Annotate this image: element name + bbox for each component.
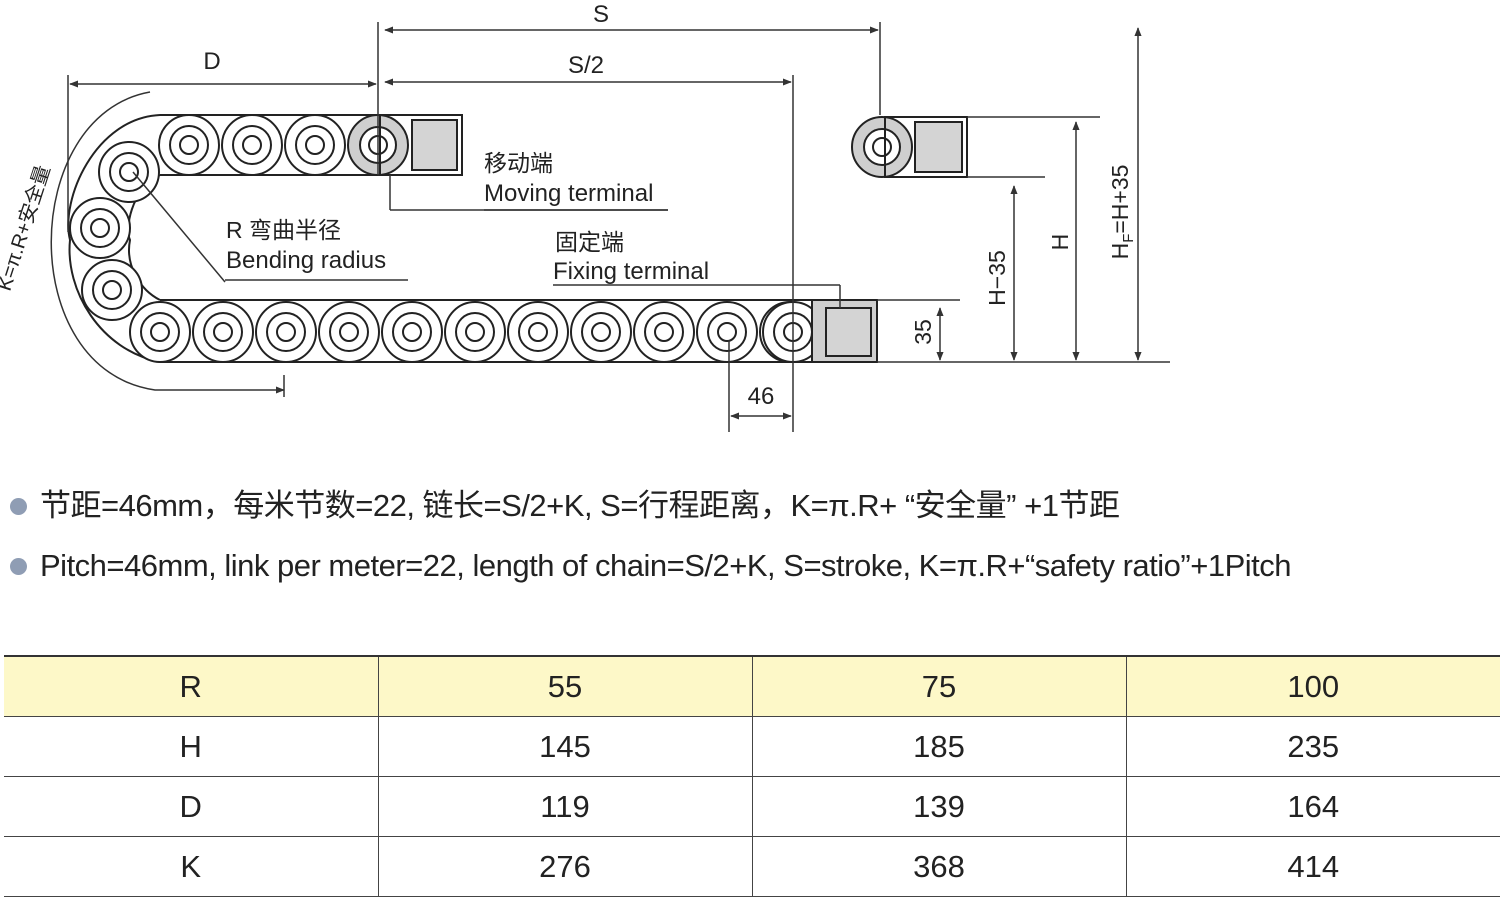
chain-link <box>284 114 346 176</box>
table-cell: 119 <box>377 776 752 837</box>
label-h-minus-35: H−35 <box>984 250 1010 306</box>
chain-link <box>696 301 758 363</box>
note-chinese: 节距=46mm，每米节数=22, 链长=S/2+K, S=行程距离，K=π.R+… <box>8 478 1498 538</box>
fixing-terminal <box>811 299 878 363</box>
notes-section: 节距=46mm，每米节数=22, 链长=S/2+K, S=行程距离，K=π.R+… <box>8 478 1498 598</box>
bullet-dot-icon <box>10 498 27 515</box>
table-cell: 55 <box>377 655 752 717</box>
chain-link <box>221 114 283 176</box>
chain-link <box>255 301 317 363</box>
label-35: 35 <box>910 319 936 345</box>
table-cell: K <box>4 836 378 897</box>
label-fixing-en: Fixing terminal <box>553 258 709 285</box>
chain-links <box>69 114 824 363</box>
chain-link <box>318 301 380 363</box>
chain-link <box>192 301 254 363</box>
label-s-half: S/2 <box>568 52 604 79</box>
chain-link <box>381 301 443 363</box>
label-s: S <box>593 1 609 28</box>
chain-link <box>507 301 569 363</box>
table-cell: R <box>4 655 378 717</box>
note-english: Pitch=46mm, link per meter=22, length of… <box>8 538 1498 598</box>
chain-link <box>129 301 191 363</box>
label-hf: HF=H+35 <box>1107 165 1137 260</box>
table-cell: D <box>4 776 378 837</box>
table-cell: 368 <box>751 836 1126 897</box>
chain-link <box>158 114 220 176</box>
table-cell: 164 <box>1125 776 1500 837</box>
label-hf-sub: F <box>1120 234 1137 243</box>
right-end-unit <box>851 116 968 178</box>
label-radius-cn: R 弯曲半径 <box>226 217 341 243</box>
label-moving-en: Moving terminal <box>484 180 653 207</box>
dimension-lines <box>50 22 1170 432</box>
bullet-dot-icon <box>10 558 27 575</box>
table-cell: 235 <box>1125 716 1500 777</box>
label-hf-rest: =H+35 <box>1107 165 1133 234</box>
chain-link <box>444 301 506 363</box>
table-cell: 139 <box>751 776 1126 837</box>
chain-link <box>69 197 131 259</box>
table-row-h: H 145 185 235 <box>4 716 1500 777</box>
chain-link <box>633 301 695 363</box>
table-cell: 145 <box>377 716 752 777</box>
label-moving-cn: 移动端 <box>484 150 553 176</box>
label-d: D <box>203 48 220 75</box>
spec-table: R 55 75 100 H 145 185 235 D 119 139 164 … <box>4 655 1500 897</box>
label-h: H <box>1047 234 1073 251</box>
table-cell: 75 <box>751 655 1126 717</box>
table-cell: 276 <box>377 836 752 897</box>
label-pitch: 46 <box>748 383 775 410</box>
note-english-text: Pitch=46mm, link per meter=22, length of… <box>40 548 1292 583</box>
table-row-d: D 119 139 164 <box>4 776 1500 837</box>
moving-terminal <box>347 114 463 176</box>
chain-link <box>570 301 632 363</box>
chain-link <box>98 141 160 203</box>
table-row-k: K 276 368 414 <box>4 836 1500 897</box>
table-cell: 100 <box>1125 655 1500 717</box>
label-k-formula: K=π.R+安全量 <box>0 162 55 293</box>
drag-chain-diagram: S S/2 D 移动端 Moving terminal R 弯曲半径 Bendi… <box>0 1 1170 432</box>
label-fixing-cn: 固定端 <box>555 229 624 255</box>
chain-link <box>81 259 143 321</box>
table-cell: 185 <box>751 716 1126 777</box>
note-chinese-text: 节距=46mm，每米节数=22, 链长=S/2+K, S=行程距离，K=π.R+… <box>40 488 1120 523</box>
table-row-r: R 55 75 100 <box>4 655 1500 717</box>
label-hf-main: H <box>1107 243 1133 260</box>
label-radius-en: Bending radius <box>226 247 386 274</box>
table-cell: H <box>4 716 378 777</box>
dimension-labels: S S/2 D 移动端 Moving terminal R 弯曲半径 Bendi… <box>0 1 1137 410</box>
table-cell: 414 <box>1125 836 1500 897</box>
